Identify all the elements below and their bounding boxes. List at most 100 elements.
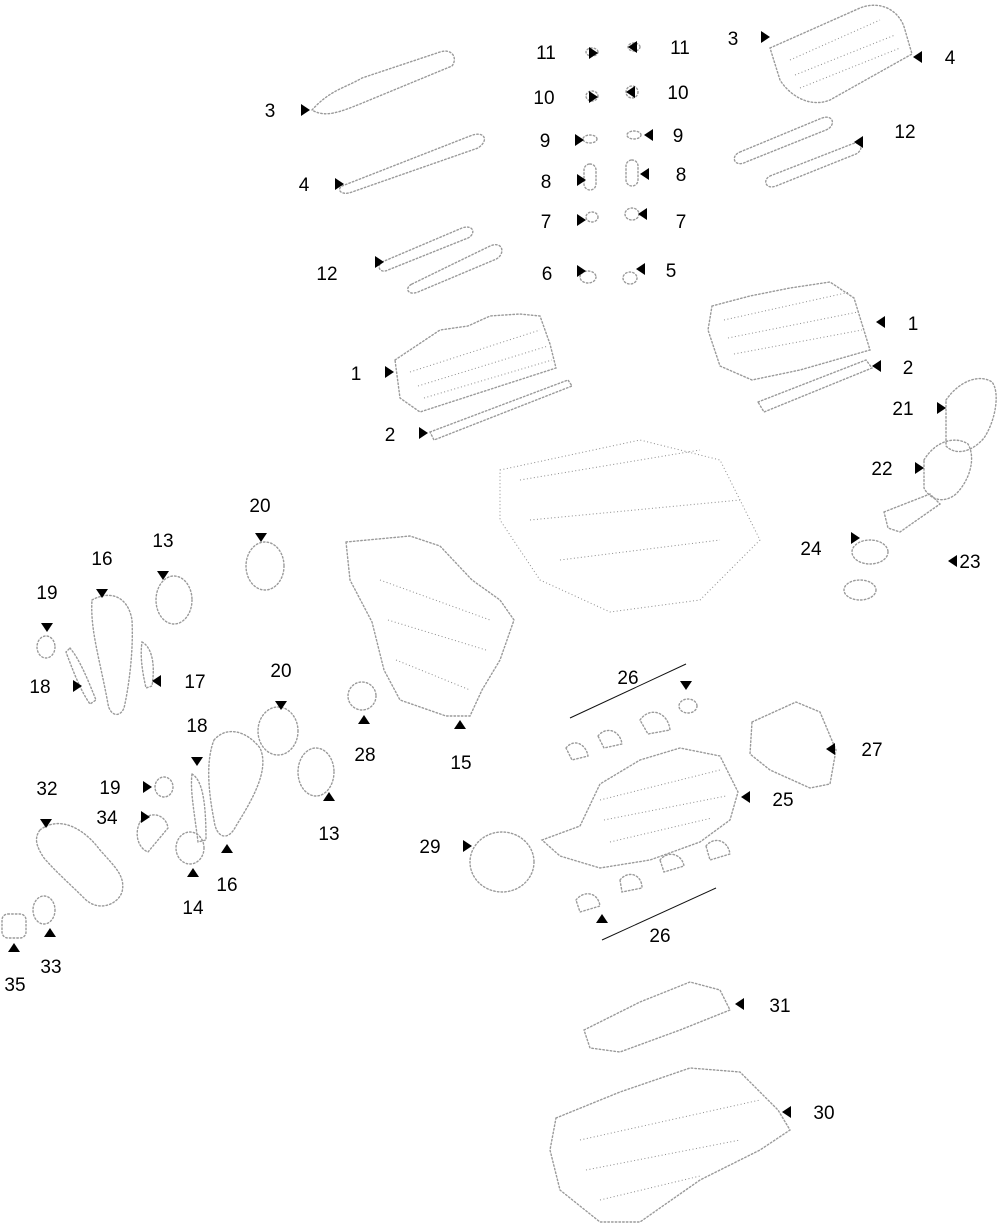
callout-number: 11 <box>536 43 556 64</box>
callout-arrow <box>255 533 267 542</box>
callout-arrow <box>40 819 52 828</box>
callout-number: 9 <box>540 131 551 152</box>
callout-number: 32 <box>36 779 57 800</box>
callout-arrow <box>948 555 957 567</box>
valve-cover-right <box>769 4 913 104</box>
callout-2: 2 <box>385 425 428 446</box>
callout-8: 8 <box>640 165 686 186</box>
callout-number: 34 <box>96 808 118 829</box>
callout-number: 12 <box>894 122 915 143</box>
callout-number: 26 <box>617 668 638 689</box>
callout-number: 12 <box>316 264 337 285</box>
crankshaft-25 <box>540 747 739 869</box>
callout-number: 17 <box>184 672 205 693</box>
bearing-26-c <box>639 711 671 735</box>
sprocket-20-top <box>245 541 285 591</box>
cylinder-head-left-detail <box>409 329 553 399</box>
oil-pan-31 <box>583 981 731 1053</box>
callout-number: 20 <box>270 661 291 682</box>
callout-35: 35 <box>4 943 26 996</box>
callout-number: 19 <box>36 583 57 604</box>
sprocket-20-mid <box>257 706 299 756</box>
guide-17 <box>140 640 154 689</box>
callout-arrow <box>419 427 428 439</box>
part-7-right <box>624 207 640 221</box>
callout-number: 35 <box>4 975 25 996</box>
callout-7: 7 <box>541 212 586 233</box>
callout-13: 13 <box>152 531 174 580</box>
gasket-12-left-a <box>378 226 474 272</box>
bearing-26-e <box>575 893 601 913</box>
callout-number: 8 <box>541 172 552 193</box>
callout-11: 11 <box>628 38 690 59</box>
callout-number: 30 <box>813 1103 834 1124</box>
cover-27 <box>749 701 837 789</box>
callout-arrow <box>589 91 598 103</box>
part-5 <box>622 271 638 285</box>
intake-23 <box>883 493 942 533</box>
callout-18: 18 <box>29 677 82 698</box>
callout-number: 10 <box>533 88 554 109</box>
callout-number: 4 <box>299 175 310 196</box>
callout-number: 4 <box>945 48 956 69</box>
guide-18-top <box>65 646 97 705</box>
callout-arrow <box>577 265 586 277</box>
callout-number: 27 <box>861 740 882 761</box>
callout-arrow <box>636 263 645 275</box>
intake-24b <box>843 579 877 601</box>
timing-chain-16-mid <box>208 730 264 837</box>
callout-24: 24 <box>800 532 860 560</box>
callout-arrow <box>221 844 233 853</box>
callout-13: 13 <box>318 792 340 845</box>
callout-arrow <box>626 86 635 98</box>
oil-pan-30-detail <box>579 1099 761 1201</box>
callout-number: 15 <box>450 753 471 774</box>
callout-number: 21 <box>892 399 913 420</box>
intake-21 <box>945 377 997 453</box>
callout-arrow <box>157 571 169 580</box>
callout-arrow <box>644 129 653 141</box>
callout-arrow <box>851 532 860 544</box>
callout-arrow <box>628 41 637 53</box>
callout-6: 6 <box>542 264 586 285</box>
callout-number: 23 <box>959 552 980 573</box>
front-cover-15 <box>345 535 515 717</box>
oil-pan-30 <box>549 1067 791 1223</box>
callout-arrow <box>761 31 770 43</box>
callout-arrow <box>876 316 885 328</box>
callout-arrow <box>463 840 472 852</box>
callout-33: 33 <box>40 928 62 978</box>
callout-arrow <box>335 178 344 190</box>
callout-arrow <box>275 701 287 710</box>
guide-18-mid <box>190 772 207 843</box>
pulley-28 <box>347 681 377 711</box>
bearing-26-d <box>678 698 698 714</box>
intake-22 <box>923 439 973 501</box>
tensioner-19-top <box>36 635 56 659</box>
callout-8: 8 <box>541 172 586 193</box>
part-8-left <box>583 163 597 191</box>
callout-9: 9 <box>644 126 683 147</box>
callout-29: 29 <box>419 837 472 858</box>
callout-28: 28 <box>354 715 376 766</box>
callout-number: 6 <box>542 264 553 285</box>
callout-number: 10 <box>667 83 688 104</box>
part-6 <box>579 270 597 284</box>
callout-10: 10 <box>533 88 598 109</box>
callout-number: 9 <box>673 126 684 147</box>
callout-number: 18 <box>186 716 207 737</box>
callout-34: 34 <box>96 808 150 829</box>
callout-number: 1 <box>351 364 362 385</box>
callout-arrow <box>152 675 161 687</box>
gasket-12-right-a <box>733 116 833 165</box>
callout-5: 5 <box>636 261 676 282</box>
valve-cover-right-detail <box>789 19 901 89</box>
callout-16: 16 <box>216 844 238 896</box>
callout-arrow <box>187 868 199 877</box>
seal-35 <box>1 913 27 939</box>
callout-number: 3 <box>265 101 276 122</box>
callout-11: 11 <box>536 43 598 64</box>
callout-32: 32 <box>36 779 58 828</box>
